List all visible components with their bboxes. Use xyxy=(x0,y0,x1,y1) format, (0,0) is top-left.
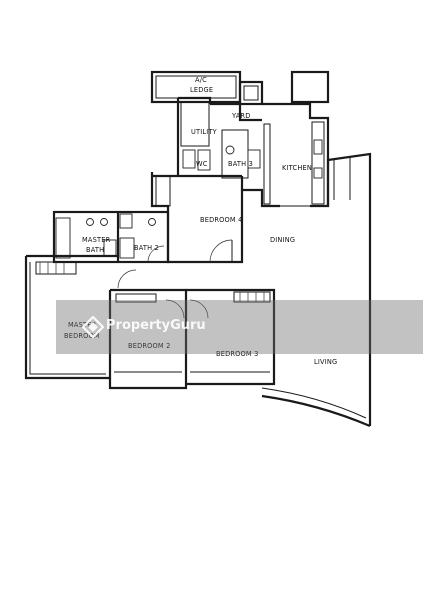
label-bath2: BATH 2 xyxy=(134,244,159,252)
bedroom2-door-swing xyxy=(165,299,185,319)
bedroom3-door-swing xyxy=(189,299,209,319)
yard-unit-inner xyxy=(243,85,259,101)
label-master-bedroom-1: MASTER xyxy=(68,321,97,329)
master-bath-basin-1 xyxy=(86,218,94,226)
label-ac-ledge-2: LEDGE xyxy=(190,86,213,94)
watermark-text: PropertyGuru xyxy=(106,318,206,333)
bedroom4-door-swing xyxy=(209,239,233,263)
bedroom3-walls xyxy=(186,288,276,386)
living-curved-window xyxy=(261,387,367,419)
bedroom3-wardrobe xyxy=(233,291,271,303)
bath2-door-swing xyxy=(147,245,165,263)
kitchen-hob xyxy=(313,167,323,179)
label-master-bath-2: BATH xyxy=(86,246,104,254)
label-ac-ledge-1: A/C xyxy=(195,76,207,84)
sliding-door xyxy=(333,158,351,200)
master-bath-tub xyxy=(55,217,71,259)
bath2-toilet xyxy=(119,213,133,229)
yard-unit-box xyxy=(238,80,264,106)
kitchen-walls xyxy=(262,102,330,208)
label-bedroom3: BEDROOM 3 xyxy=(216,350,259,358)
bedroom4-wardrobe xyxy=(155,175,171,207)
master-door-swing xyxy=(117,269,137,289)
propertyguru-logo-icon xyxy=(82,316,104,338)
label-bedroom4: BEDROOM 4 xyxy=(200,216,243,224)
label-kitchen: KITCHEN xyxy=(282,164,312,172)
bedroom2-wardrobe xyxy=(115,293,157,303)
label-bath3: BATH 3 xyxy=(228,160,253,168)
kitchen-partition xyxy=(263,123,271,205)
label-wc: WC xyxy=(196,160,208,168)
bath3-toilet xyxy=(247,149,261,169)
watermark-band xyxy=(56,300,423,354)
bedroom2-walls xyxy=(108,288,188,390)
baths-outline xyxy=(52,210,170,264)
kitchen-top-unit xyxy=(290,70,330,104)
label-utility: UTILITY xyxy=(191,128,218,136)
bath3-basin xyxy=(225,145,235,155)
label-master-bedroom-2: BEDROOM xyxy=(64,332,100,340)
living-right-wall xyxy=(326,152,372,426)
label-yard: YARD xyxy=(231,112,251,120)
label-dining: DINING xyxy=(270,236,295,244)
wc-basin xyxy=(197,149,211,171)
master-bedroom-walls xyxy=(24,254,118,380)
master-bedroom-window xyxy=(29,262,106,375)
label-bedroom2: BEDROOM 2 xyxy=(128,342,171,350)
kitchen-counter xyxy=(311,121,325,205)
utility-room xyxy=(180,101,210,147)
bath2-basin xyxy=(148,218,156,226)
bedroom3-wardrobe-lines xyxy=(239,292,265,302)
label-master-bath-1: MASTER xyxy=(82,236,111,244)
bath2-shower xyxy=(119,237,135,259)
wc-toilet xyxy=(182,149,196,169)
kitchen-sink xyxy=(313,139,323,155)
bath3-walls xyxy=(240,176,280,208)
living-curved-wall xyxy=(261,394,371,428)
bath3-room xyxy=(221,129,249,179)
utility-walls xyxy=(176,96,262,176)
wardrobe-lines xyxy=(39,262,65,274)
label-living: LIVING xyxy=(314,358,337,366)
master-bath-basin-2 xyxy=(100,218,108,226)
